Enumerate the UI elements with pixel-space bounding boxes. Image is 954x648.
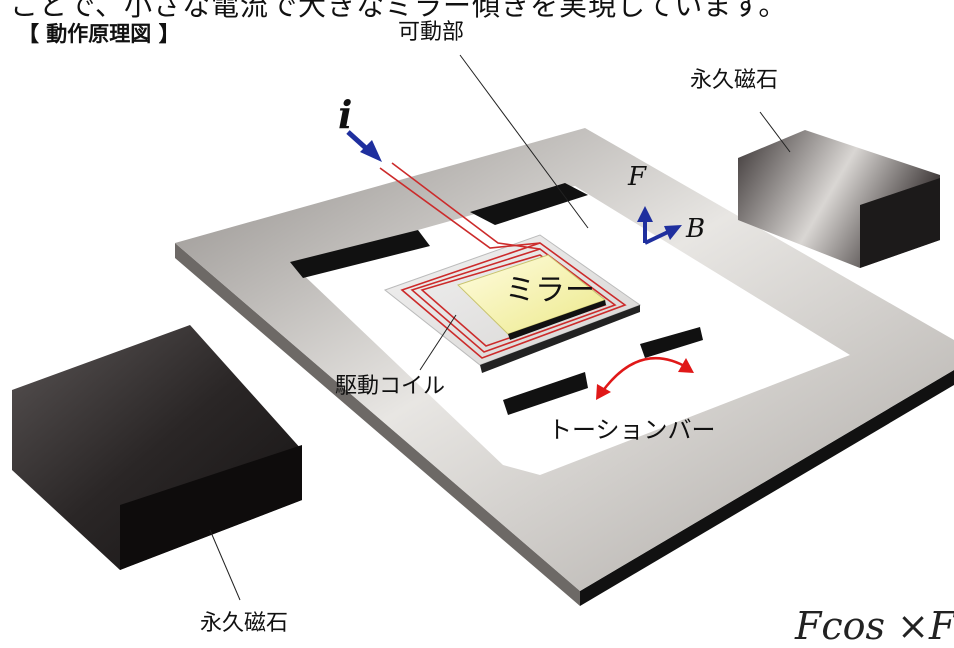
magnet-top-right-face	[860, 178, 940, 268]
coil-loop-outer	[400, 242, 627, 359]
corner-formula: Fcos ×F	[795, 604, 954, 648]
leader-coil	[419, 314, 457, 371]
label-movable-part: 可動部	[398, 20, 465, 45]
label-force-F: F	[628, 162, 647, 192]
platform-edge	[480, 305, 640, 373]
leader-movable	[459, 54, 589, 229]
label-drive-coil: 駆動コイル	[335, 374, 446, 399]
magnet-bottom-left-face	[120, 445, 302, 570]
leader-magnet-bottom	[209, 529, 241, 601]
diagram-title: 【 動作原理図 】	[18, 22, 180, 46]
label-mirror: ミラー	[505, 273, 595, 308]
label-field-B: B	[686, 214, 706, 244]
frame-edge	[175, 243, 580, 606]
frame-edge-front	[580, 370, 954, 606]
torsion-rotation-arrow	[596, 356, 694, 400]
mirror-edge	[508, 300, 606, 340]
coil-lead-1	[379, 167, 541, 249]
label-torsion-bar: トーションバー	[548, 416, 716, 444]
label-current-i: i	[338, 92, 353, 137]
torsion-slot-left	[290, 230, 430, 278]
coil-loop-mid	[410, 248, 617, 353]
current-arrow	[346, 130, 382, 162]
force-field-vectors	[637, 206, 682, 245]
label-magnet-bottom: 永久磁石	[200, 611, 289, 636]
label-magnet-top: 永久磁石	[690, 68, 779, 93]
torsion-slot-top	[470, 183, 588, 225]
torsion-slot-bottom	[503, 372, 588, 415]
leader-magnet-top	[759, 111, 791, 153]
torsion-slot-right	[640, 327, 703, 358]
top-caption: ことで、小さな電流で大きなミラー傾きを実現しています。	[10, 0, 788, 22]
coil-lead-2	[391, 162, 541, 250]
